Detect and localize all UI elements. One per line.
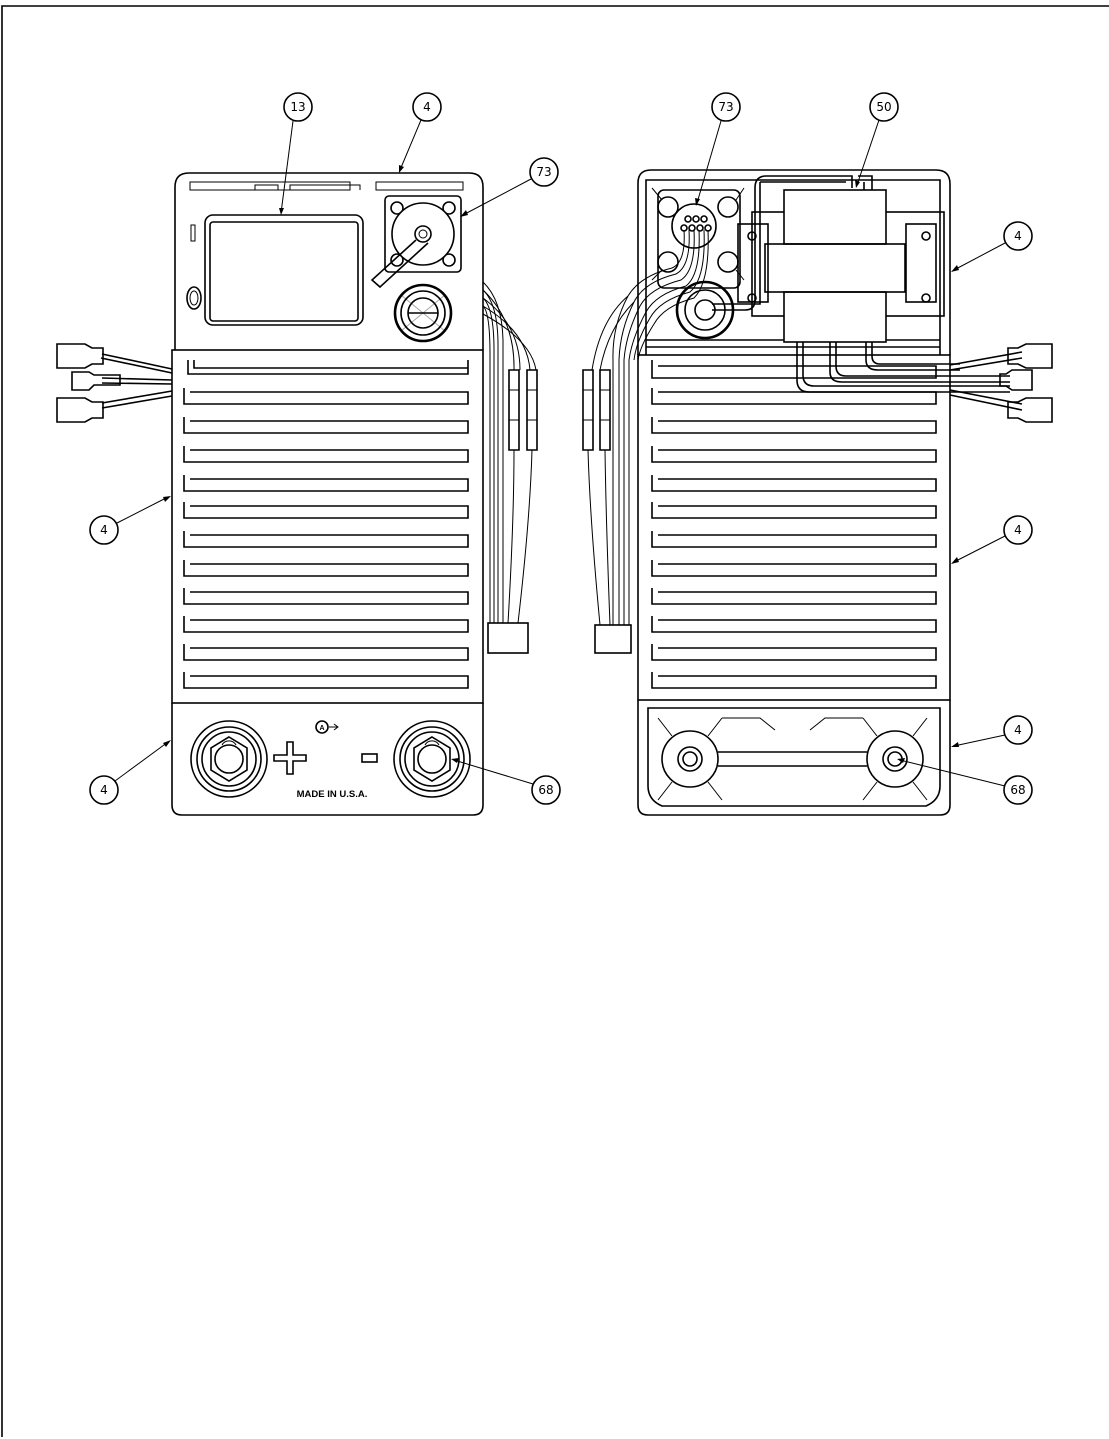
svg-text:4: 4 (1014, 523, 1022, 537)
callout-4-right-middle: 4 (951, 515, 1033, 564)
rear-view: 73 50 4 4 4 68 (582, 92, 1053, 816)
callout-4-left-side: 4 (89, 496, 171, 545)
callout-73-right: 73 (695, 92, 741, 206)
svg-text:13: 13 (290, 100, 305, 114)
plus-symbol (273, 741, 307, 775)
svg-text:73: 73 (536, 165, 551, 179)
callout-4-right-bottom: 4 (951, 715, 1033, 747)
callout-73-left: 73 (460, 157, 559, 217)
svg-text:A: A (319, 725, 324, 732)
made-in-label: MADE IN U.S.A. (297, 789, 368, 800)
svg-text:50: 50 (876, 100, 891, 114)
callout-4-top: 4 (399, 92, 442, 173)
callout-4-left-bottom: 4 (89, 740, 171, 805)
display-window (204, 214, 364, 326)
svg-text:68: 68 (538, 783, 553, 797)
callout-4-right-upper: 4 (951, 221, 1033, 272)
callout-50: 50 (855, 92, 899, 188)
callout-68-right: 68 (897, 758, 1033, 805)
front-vent-slots (183, 360, 469, 689)
page-frame (1, 5, 1109, 1437)
callout-13: 13 (279, 92, 313, 215)
potentiometer-plate (384, 195, 462, 273)
svg-text:4: 4 (1014, 229, 1022, 243)
svg-text:4: 4 (423, 100, 431, 114)
rear-vent-slots (651, 360, 937, 689)
front-output-terminal-positive (190, 720, 268, 798)
svg-text:68: 68 (1010, 783, 1025, 797)
svg-text:73: 73 (718, 100, 733, 114)
svg-text:4: 4 (100, 523, 108, 537)
rear-transformer-leads (796, 342, 1053, 423)
front-view: A MADE IN U.S.A. (56, 92, 561, 816)
svg-text:4: 4 (100, 783, 108, 797)
rear-output-terminals (657, 717, 928, 801)
rear-ribbon-cable (582, 229, 709, 654)
transformer (712, 175, 945, 343)
minus-symbol (361, 753, 378, 763)
callout-68-left: 68 (451, 758, 561, 805)
svg-text:4: 4 (1014, 723, 1022, 737)
front-output-terminal-negative (393, 720, 471, 798)
front-input-leads (56, 343, 173, 423)
front-ribbon-cable (482, 281, 538, 654)
